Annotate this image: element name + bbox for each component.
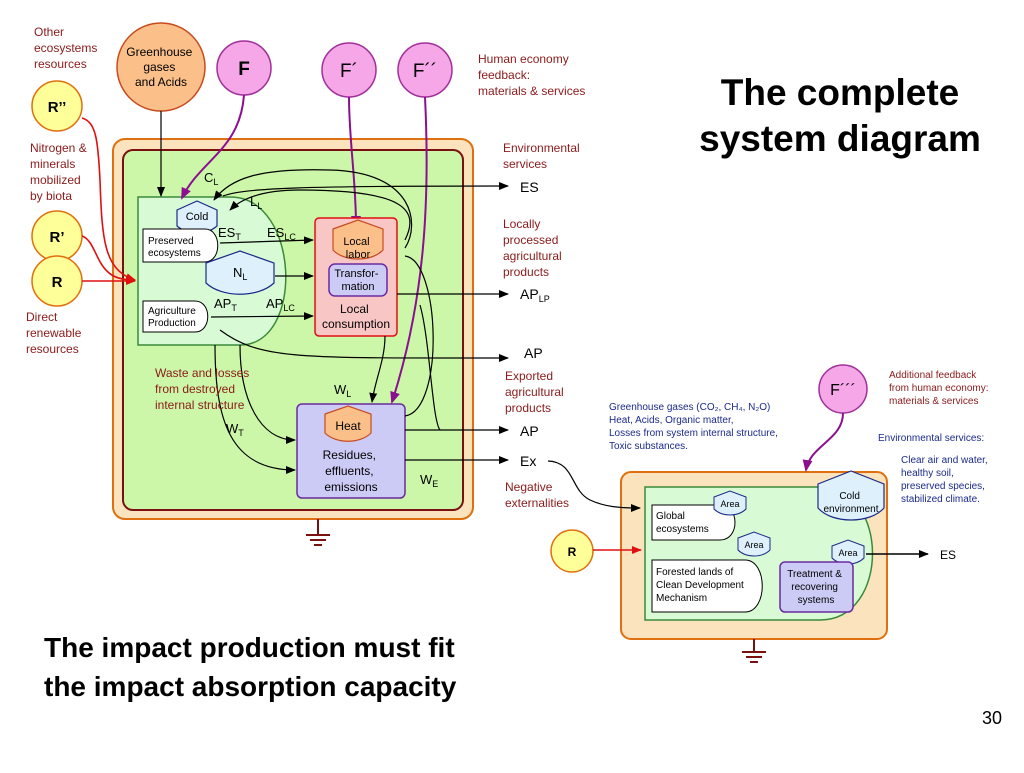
ex-to-receiving [547, 460, 641, 512]
forested-lands [651, 559, 763, 613]
area-global [713, 490, 747, 516]
transformation [328, 263, 388, 297]
residues-label: Residues, effluents, emissions [323, 448, 380, 494]
env-services-right-list: Clear air and water, healthy soil, prese… [901, 455, 991, 505]
global-ecosystems-label: Global ecosystems [656, 511, 709, 535]
nl-label: NL [233, 265, 247, 282]
wl-label: WL [334, 382, 351, 399]
aplp-output: APLP [520, 286, 550, 304]
es-output: ES [520, 179, 539, 195]
feedback-arrows [181, 94, 428, 404]
r2-source [31, 80, 83, 132]
output-labels: ES APLP AP AP Ex [520, 179, 550, 469]
greenhouse-list-note: Greenhouse gases (CO₂, CH₄, N₂O) Heat, A… [609, 402, 781, 452]
we-label: WE [420, 472, 438, 489]
area-treatment-label: Area [838, 548, 857, 558]
est-label: EST [218, 225, 241, 242]
locally-processed-note: Locally processed agricultural products [503, 217, 565, 279]
direct-renewable-note: Direct renewable resources [26, 310, 85, 356]
env-services-note: Environmental services [503, 141, 583, 171]
ap2-output: AP [520, 423, 539, 439]
agriculture-label: Agriculture Production [148, 306, 199, 329]
treatment-systems [779, 561, 854, 613]
local-consumption-label: Local consumption [322, 302, 390, 331]
area-forested-label: Area [744, 540, 763, 550]
r-label: R [52, 274, 63, 291]
cold-label: Cold [186, 211, 209, 223]
ex-output: Ex [520, 453, 536, 469]
treatment-label: Treatment & recovering systems [787, 569, 844, 606]
human-feedback-note: Human economy feedback: materials & serv… [478, 52, 585, 98]
flow-labels: CL LL EST ESLC APT APLC WL WT WE [204, 170, 438, 489]
f1-label: F´ [340, 61, 358, 82]
greenhouse-label: Greenhouse gases and Acids [126, 45, 195, 89]
ap1-output: AP [524, 345, 543, 361]
slide-title-line-1: The complete [720, 72, 960, 113]
slide-title-line-2: system diagram [699, 118, 981, 159]
ll-label: LL [250, 194, 262, 211]
ground-symbol [306, 519, 330, 546]
renewable-inflows [81, 117, 136, 285]
other-resources-note: Other ecosystems resources [34, 25, 101, 71]
f-label: F [238, 59, 250, 80]
slide-subtitle-line-2: the impact absorption capacity [44, 671, 457, 702]
slide-subtitle-line-1: The impact production must fit [44, 632, 455, 663]
preserved-label: Preserved ecosystems [148, 236, 201, 259]
nl-storage [205, 250, 275, 295]
slide-title: The complete system diagram [660, 70, 1020, 162]
area-global-label: Area [720, 499, 739, 509]
local-labor-label: Local labor [343, 236, 372, 261]
f3-label: F´´´ [830, 382, 856, 399]
wt-label: WT [226, 421, 244, 438]
es-right-output: ES [940, 548, 956, 562]
r-right-label: R [568, 545, 577, 559]
local-labor [332, 219, 384, 260]
f3-feedback [802, 412, 844, 472]
residues-box [296, 403, 406, 499]
page-number: 30 [981, 708, 1002, 728]
eslc-label: ESLC [267, 225, 296, 242]
heat-storage [324, 405, 372, 442]
r-right-source [550, 529, 594, 573]
env-services-right-title: Environmental services: [878, 433, 984, 444]
area-forested [737, 531, 771, 557]
r1-label: R’ [50, 229, 65, 246]
f2-label: F´´ [413, 61, 437, 82]
r2-label: R’’ [48, 99, 67, 116]
transformation-label: Transfor- mation [334, 268, 381, 293]
heat-label: Heat [335, 419, 361, 433]
nitrogen-note: Nitrogen & minerals mobilized by biota [30, 141, 90, 203]
exported-note: Exported agricultural products [505, 369, 567, 415]
preserved-ecosystems [142, 228, 219, 263]
cl-label: CL [204, 170, 218, 187]
cold-environment [817, 470, 885, 521]
forested-label: Forested lands of Clean Development Mech… [656, 567, 747, 604]
negative-note: Negative externalities [505, 480, 569, 510]
slide-subtitle: The impact production must fit the impac… [44, 628, 584, 706]
apt-label: APT [214, 296, 237, 313]
agriculture-production [142, 300, 209, 333]
waste-note: Waste and losses from destroyed internal… [155, 366, 253, 412]
receiving-ground-symbol [742, 639, 766, 663]
additional-feedback-note: Additional feedback from human economy: … [889, 370, 991, 407]
internal-flows [210, 169, 509, 474]
cold-environment-label: Cold environment [823, 491, 878, 515]
aplc-label: APLC [266, 296, 295, 313]
